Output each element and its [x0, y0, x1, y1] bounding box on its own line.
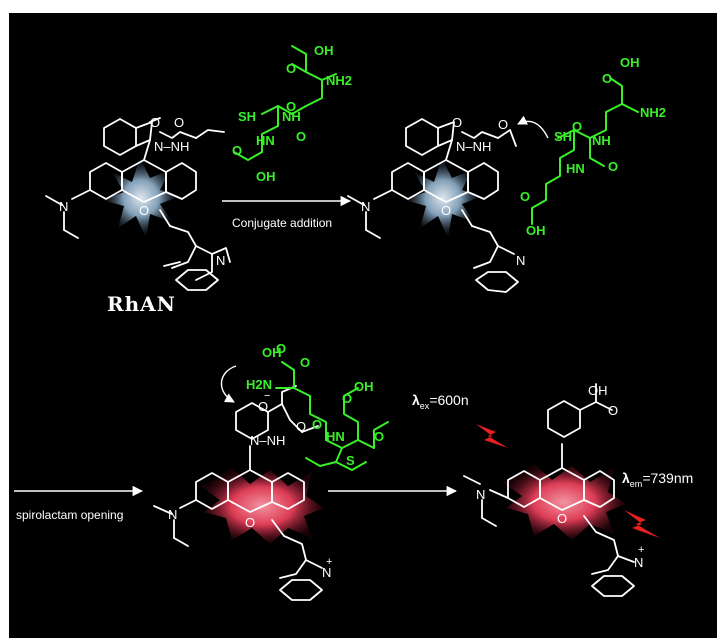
lambda-ex-label: λex=600n: [412, 392, 469, 411]
atom-n-nh-2: N–NH: [456, 139, 492, 154]
g-nh2-2: NH2: [640, 105, 667, 120]
minus-charge: −: [264, 390, 271, 402]
g-o-13: O: [374, 429, 385, 444]
g-o-4: O: [232, 143, 243, 158]
lambda-ex-sub: ex: [419, 400, 430, 411]
atom-o-xanth-2: O: [441, 203, 452, 218]
g-o-5: O: [602, 71, 613, 86]
g-o-9: O: [276, 341, 287, 356]
atom-n-nh-1: N–NH: [154, 139, 190, 154]
lambda-em-sub: em: [629, 478, 643, 489]
lambda-ex-value: =600n: [429, 392, 469, 408]
lambda-ex-symbol: λ: [412, 392, 420, 408]
g-oh-4: OH: [526, 223, 546, 238]
g-o-6: O: [572, 119, 583, 134]
g-s: S: [346, 453, 355, 468]
atom-o-xanth-4: O: [557, 511, 568, 526]
atom-n-amine-3: N: [168, 507, 178, 522]
g-oh-6: OH: [354, 379, 374, 394]
lambda-em-value: =739nm: [642, 470, 694, 486]
atom-n-nh-3: N–NH: [250, 433, 286, 448]
atom-n-amine-4: N: [476, 487, 486, 502]
atom-o-3: O: [296, 419, 307, 434]
atom-oh-acid: OH: [588, 383, 608, 398]
plus-charge-1: +: [326, 556, 333, 568]
g-sh-2: SH: [554, 129, 573, 144]
molecule-fluorescent: [463, 383, 635, 597]
atom-n-indole-1: N: [216, 253, 226, 268]
atom-n-indole-2: N: [516, 253, 526, 268]
g-hn-1: HN: [256, 133, 275, 148]
atom-o-acryl-2: O: [498, 117, 509, 132]
g-o-1: O: [286, 61, 297, 76]
g-sh-1: SH: [238, 109, 257, 124]
g-o-11: O: [342, 391, 353, 406]
g-nh-1: NH: [282, 109, 301, 124]
g-nh-2: NH: [592, 133, 611, 148]
g-oh-3: OH: [620, 55, 640, 70]
plus-charge-2: +: [638, 544, 645, 556]
atom-o-xanth-1: O: [139, 203, 150, 218]
compound-label: RhAN: [107, 292, 176, 316]
g-hn-3: HN: [326, 429, 345, 444]
lambda-em-symbol: λ: [622, 470, 630, 486]
g-oh-2: OH: [256, 169, 276, 184]
lambda-em-label: λem=739nm: [622, 470, 693, 489]
glutathione-attacking: [531, 77, 639, 225]
glutathione-reagent: [233, 45, 337, 161]
g-o-10: O: [300, 355, 311, 370]
lightning-bolt-icon: [624, 510, 660, 538]
g-o-3: O: [296, 129, 307, 144]
atom-o-minus: O: [258, 399, 269, 414]
atom-n-amine-2: N: [361, 199, 371, 214]
conjugate-addition-label: Conjugate addition: [232, 216, 333, 230]
g-o-8: O: [520, 189, 531, 204]
atom-n-amine-1: N: [59, 199, 69, 214]
atom-o-acid-1: O: [608, 403, 619, 418]
atom-o-2: O: [452, 115, 463, 130]
g-o-7: O: [608, 159, 619, 174]
g-hn-2: HN: [566, 161, 585, 176]
lightning-bolt-icon: [476, 424, 508, 448]
molecule-adduct-1: [347, 115, 549, 293]
spirolactam-opening-label: spirolactam opening: [16, 508, 124, 522]
g-o-2: O: [286, 99, 297, 114]
xanthene-glow-2: [502, 464, 626, 540]
g-o-12: O: [312, 417, 323, 432]
atom-o-acryl-1: O: [174, 115, 185, 130]
atom-n-indole-4: N: [634, 555, 644, 570]
g-nh2-1: NH2: [326, 73, 353, 88]
molecule-ring-opened: [153, 365, 324, 601]
molecule-rhan: [45, 117, 231, 291]
glutathione-bound: [275, 361, 389, 471]
atom-n-indole-3: N: [322, 565, 332, 580]
g-oh-5: OH: [262, 345, 282, 360]
atom-o-xanth-3: O: [245, 515, 256, 530]
atom-o-1: O: [150, 115, 161, 130]
g-oh-1: OH: [314, 43, 334, 58]
g-h2n: H2N: [246, 377, 273, 392]
